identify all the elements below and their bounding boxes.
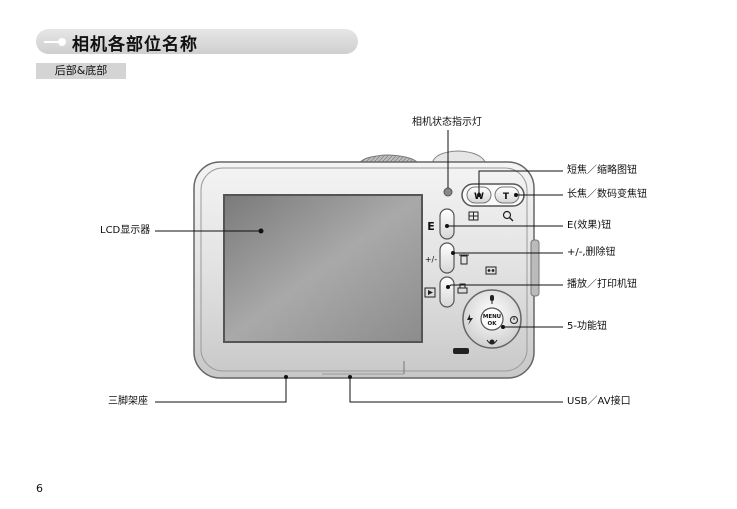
callout-lines [155, 130, 563, 403]
title-dash-decoration [44, 41, 60, 43]
label-plus-minus: +/-,删除钮 [567, 247, 616, 258]
tripod-socket [284, 375, 288, 379]
label-lcd: LCD显示器 [100, 225, 151, 236]
lcd-screen [223, 194, 423, 343]
menu-label: MENU [483, 314, 501, 320]
plus-minus-icon: +/- [425, 255, 437, 264]
zoom-t-label: T [503, 192, 510, 202]
page-title: 相机各部位名称 [72, 35, 198, 55]
section-subtitle: 后部&底部 [36, 63, 126, 79]
usb-av-port [348, 375, 352, 379]
label-status-lamp: 相机状态指示灯 [412, 117, 482, 128]
page-number: 6 [36, 482, 43, 495]
dpof-badge-icon [453, 348, 469, 354]
thumbnail-grid-icon [468, 211, 479, 221]
self-timer-icon [510, 316, 518, 324]
printer-icon [457, 283, 468, 294]
strap-eyelet [530, 239, 540, 297]
power-button [431, 150, 487, 165]
ok-label: OK [488, 321, 498, 327]
menu-ok-button[interactable] [480, 307, 504, 331]
label-play-print: 播放／打印机钮 [567, 279, 637, 290]
title-banner [36, 29, 358, 54]
trash-icon [459, 254, 469, 265]
label-usb-av: USB／AV接口 [567, 396, 631, 407]
macro-icon [486, 339, 498, 345]
magnify-icon [502, 210, 514, 222]
flash-icon [467, 314, 473, 325]
play-icon [424, 287, 436, 298]
status-lamp [443, 187, 453, 197]
microphone-icon [490, 295, 494, 304]
label-tripod: 三脚架座 [108, 396, 148, 407]
play-print-button[interactable] [439, 276, 455, 308]
label-zoom-w: 短焦／缩略图钮 [567, 165, 637, 176]
title-bullet-icon [58, 38, 66, 46]
plus-minus-delete-button[interactable] [439, 242, 455, 274]
e-button-label: E [427, 220, 435, 233]
label-e-button: E(效果)钮 [567, 220, 612, 231]
voice-memo-icon [485, 266, 497, 275]
label-zoom-t: 长焦／数码变焦钮 [567, 189, 647, 200]
label-five-function: 5-功能钮 [567, 321, 607, 332]
zoom-w-label: W [474, 192, 484, 202]
